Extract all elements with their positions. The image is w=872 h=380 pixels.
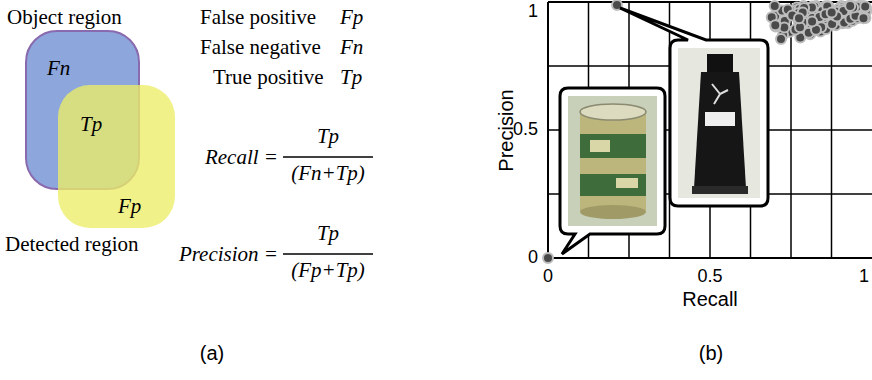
denominator: (Fp+Tp) [291, 258, 365, 282]
symbol: Fp [340, 5, 363, 29]
callout-tube [678, 48, 760, 198]
legend-term: False positive [200, 5, 316, 29]
panel-label: (a) [200, 342, 224, 365]
callout-tube [620, 8, 768, 206]
formula-name: Recall = [205, 145, 278, 169]
numerator: Tp [317, 124, 339, 148]
callout-tube [694, 72, 746, 188]
tick-label: 1 [859, 266, 869, 287]
callout-tube [705, 112, 735, 126]
callout-can [580, 134, 646, 158]
callout-can [580, 174, 646, 196]
callout-can [568, 96, 657, 226]
fraction-bar [283, 253, 373, 255]
tick-label: 0 [528, 247, 538, 268]
tick-label: 1 [528, 1, 538, 22]
tick-label: 0.5 [697, 266, 722, 287]
plot-grid [548, 2, 872, 258]
callout-can [616, 178, 638, 188]
symbol: Tp [340, 65, 362, 89]
tick-label: 0 [543, 266, 553, 287]
fraction-bar [283, 156, 373, 158]
callout-tube [712, 84, 728, 104]
overlap-symbol: Tp [80, 112, 102, 136]
tick-label: 0.5 [513, 119, 538, 140]
symbol: Fn [340, 35, 363, 59]
data-point [860, 2, 870, 12]
plot-frame [547, 2, 549, 259]
denominator: (Fn+Tp) [291, 161, 365, 185]
region-symbol: Fn [47, 56, 70, 80]
plot-frame [547, 2, 872, 259]
callout-tube [692, 186, 748, 194]
callout-can [580, 205, 646, 219]
legend-term: False negative [200, 35, 321, 59]
data-point [770, 20, 780, 30]
data-point [543, 0, 871, 263]
detected-region: Detected regionFp [58, 85, 175, 228]
data-point [845, 1, 855, 11]
data-point [794, 13, 804, 23]
data-point [827, 8, 837, 18]
fraction-bar [283, 157, 373, 254]
callout-can [580, 112, 646, 212]
data-point [846, 1, 856, 11]
data-point [543, 253, 553, 263]
callout-can [590, 140, 610, 152]
panel-label: (b) [699, 342, 723, 365]
legend-term: True positive [213, 65, 324, 89]
data-point [859, 13, 869, 23]
callout-can [560, 88, 665, 254]
region-title: Object region [7, 5, 122, 29]
region-symbol: Fp [118, 194, 141, 218]
data-point [807, 17, 817, 27]
axis-title: Recall [682, 288, 738, 311]
data-point [770, 1, 780, 11]
callout-tube [707, 54, 733, 72]
data-point [776, 34, 786, 44]
callout-can [580, 104, 646, 120]
plot-frame [547, 257, 872, 259]
region-title: Detected region [5, 232, 139, 256]
callout-can [560, 88, 665, 254]
numerator: Tp [317, 221, 339, 245]
formula-name: Precision = [179, 242, 278, 266]
callout-tube [620, 8, 768, 206]
